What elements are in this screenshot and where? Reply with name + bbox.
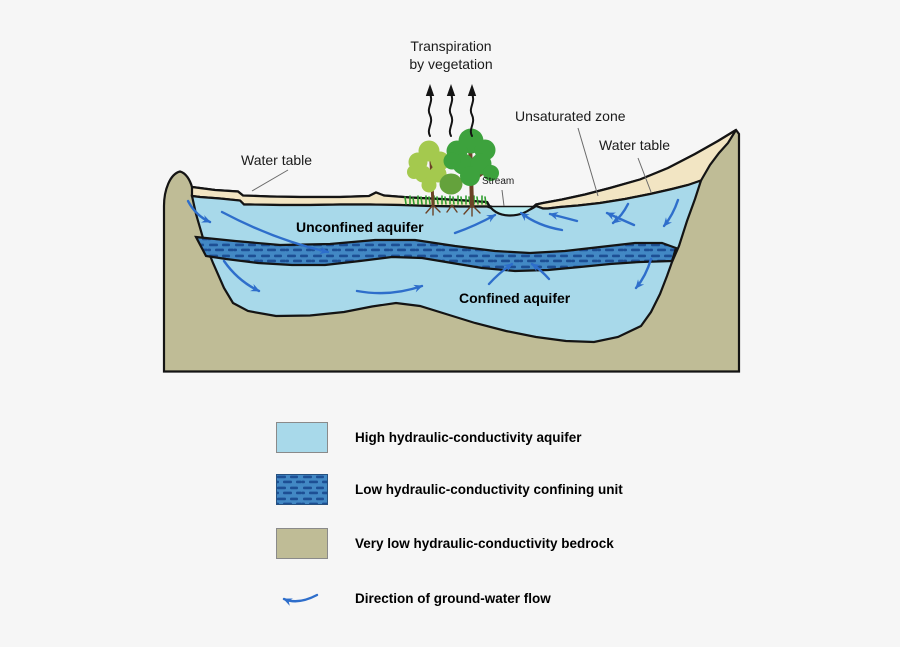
flow-arrow: [220, 210, 330, 255]
vegetation: [404, 128, 499, 217]
flow-arrow: [634, 257, 653, 290]
groundwater-flow-arrows: [186, 198, 680, 295]
water-table-label-right: Water table: [599, 137, 671, 153]
legend-label-aquifer: High hydraulic-conductivity aquifer: [355, 430, 582, 445]
tree-small: [407, 140, 450, 207]
flow-arrow: [519, 211, 564, 232]
bush: [439, 173, 463, 195]
flow-arrow: [530, 262, 551, 281]
tree-large: [443, 128, 499, 207]
flow-direction-legend-arrow: [282, 593, 319, 606]
flow-arrow: [548, 212, 579, 223]
flow-arrow: [611, 202, 630, 225]
transpiration-arrows: [425, 84, 477, 137]
flow-arrow: [355, 284, 424, 295]
unsaturated-zone-label: Unsaturated zone: [515, 108, 626, 124]
transpiration-label-line1: Transpiration: [410, 38, 492, 54]
flow-arrow: [662, 198, 680, 228]
aquifer-color-swatch: [276, 422, 328, 453]
flow-arrow: [186, 199, 212, 224]
legend-label-flow-direction: Direction of ground-water flow: [355, 591, 551, 606]
stream-label: Stream: [482, 176, 515, 187]
unconfined-aquifer-label: Unconfined aquifer: [296, 219, 424, 235]
confining-unit-band: [194, 235, 678, 273]
water-table-label-left: Water table: [241, 152, 313, 168]
leader-lines: [251, 127, 652, 207]
flow-arrow: [222, 259, 261, 293]
transpiration-label-line2: by vegetation: [409, 55, 493, 72]
legend-label-confining-unit: Low hydraulic-conductivity confining uni…: [355, 482, 623, 497]
legend-label-bedrock: Very low hydraulic-conductivity bedrock: [355, 536, 614, 551]
bedrock-color-swatch: [276, 528, 328, 559]
transpiration-label: Transpiration by vegetation: [361, 38, 541, 73]
roots: [425, 204, 481, 217]
flow-arrow: [453, 213, 497, 235]
confining-unit-swatch: [276, 474, 328, 505]
flow-arrow: [487, 262, 514, 286]
confined-aquifer-label: Confined aquifer: [459, 290, 571, 306]
